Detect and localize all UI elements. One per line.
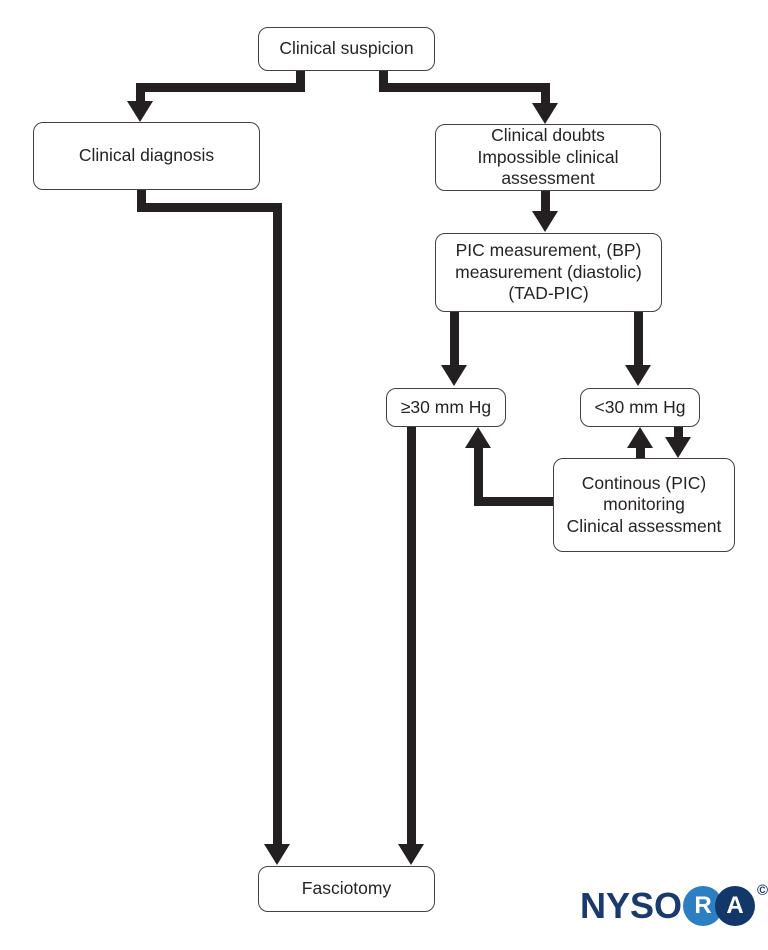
arrowhead-into-continous: [665, 437, 691, 458]
arrowhead-into-fasciotomy-left: [264, 844, 290, 865]
connector-doubts-pic-vertical: [541, 191, 550, 213]
arrowhead-into-lt30: [625, 365, 651, 386]
node-ge-30-mm-hg-label: ≥30 mm Hg: [400, 396, 492, 417]
node-clinical-doubts-line1: Clinical doubts: [491, 125, 605, 146]
node-fasciotomy: Fasciotomy: [258, 866, 435, 912]
connector-diagnosis-fasciotomy-vertical: [273, 203, 282, 846]
node-clinical-doubts-line3: assessment: [501, 168, 595, 189]
node-continous-monitoring: Continous (PIC) monitoring Clinical asse…: [553, 458, 735, 552]
arrowhead-into-fasciotomy-right: [398, 844, 424, 865]
node-clinical-suspicion: Clinical suspicion: [258, 27, 435, 71]
connector-continous-ge30-horizontal: [478, 497, 553, 506]
arrowhead-into-ge30: [441, 365, 467, 386]
connector-lt30-continous-vertical: [674, 427, 683, 440]
arrowhead-back-into-ge30: [465, 427, 491, 448]
node-pic-measurement-line2: measurement (diastolic): [455, 261, 642, 282]
arrowhead-into-clinical-diagnosis: [127, 101, 153, 122]
arrowhead-back-into-lt30: [627, 427, 653, 448]
connector-suspicion-doubts-horizontal: [379, 83, 550, 92]
arrowhead-into-clinical-doubts: [532, 103, 558, 124]
arrowhead-into-pic-measurement: [532, 211, 558, 232]
node-pic-measurement-line3: (TAD-PIC): [508, 283, 589, 304]
nysora-wordmark: NYSO: [580, 885, 683, 926]
node-pic-measurement-line1: PIC measurement, (BP): [455, 240, 642, 261]
connector-diagnosis-fasciotomy-horizontal: [137, 203, 282, 212]
node-clinical-diagnosis-label: Clinical diagnosis: [78, 145, 215, 166]
node-clinical-suspicion-label: Clinical suspicion: [279, 38, 414, 59]
node-clinical-diagnosis: Clinical diagnosis: [33, 122, 260, 190]
connector-suspicion-doubts-stub: [379, 69, 388, 92]
connector-suspicion-diagnosis-stub: [296, 69, 305, 92]
connector-suspicion-diagnosis-horizontal: [136, 83, 305, 92]
nysora-a-circle-badge: A: [715, 886, 756, 926]
node-fasciotomy-label: Fasciotomy: [301, 878, 392, 899]
node-lt-30-mm-hg: <30 mm Hg: [580, 388, 700, 427]
connector-pic-lt30-vertical: [634, 312, 643, 366]
node-continous-monitoring-line3: Clinical assessment: [566, 515, 722, 536]
connector-suspicion-diagnosis-vertical: [136, 83, 145, 102]
node-clinical-doubts: Clinical doubts Impossible clinical asse…: [435, 124, 661, 191]
node-ge-30-mm-hg: ≥30 mm Hg: [386, 388, 506, 427]
node-lt-30-mm-hg-label: <30 mm Hg: [594, 396, 686, 417]
connector-suspicion-doubts-vertical: [541, 83, 550, 104]
connector-diagnosis-fasciotomy-stub: [137, 189, 146, 212]
copyright-symbol: ©: [757, 882, 768, 899]
connector-ge30-fasciotomy-vertical: [407, 427, 416, 846]
node-continous-monitoring-line2: monitoring: [603, 494, 685, 515]
connector-continous-ge30-vertical: [474, 446, 483, 506]
nysora-logo: NYSO R A ©: [580, 882, 768, 928]
connector-pic-ge30-vertical: [450, 312, 459, 366]
node-pic-measurement: PIC measurement, (BP) measurement (diast…: [435, 233, 662, 312]
node-continous-monitoring-line1: Continous (PIC): [581, 472, 707, 493]
connector-continous-lt30-vertical: [636, 445, 645, 458]
node-clinical-doubts-line2: Impossible clinical: [477, 146, 619, 167]
